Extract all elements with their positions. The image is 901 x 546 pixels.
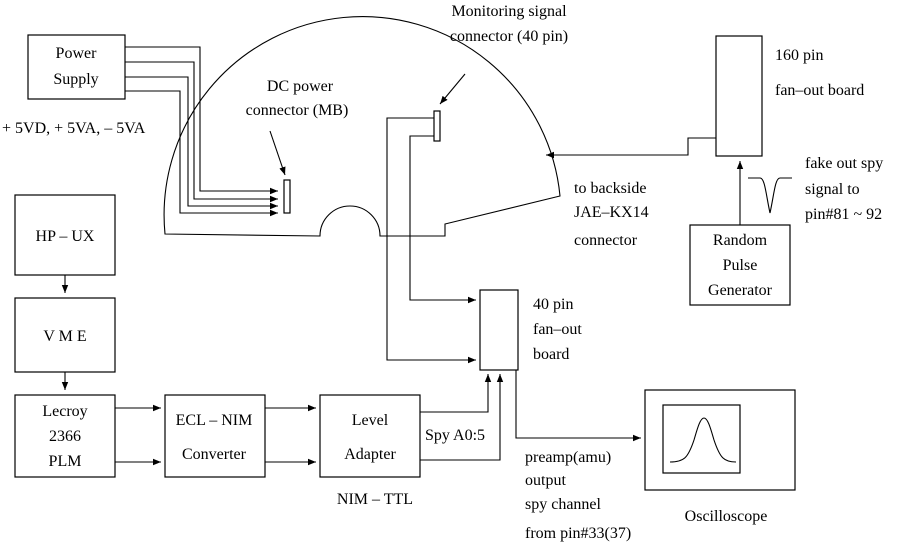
fanout-40-pin-board — [479, 289, 519, 371]
fake-spy-pulse-symbol — [748, 177, 792, 214]
power-supply-box — [27, 34, 126, 100]
motherboard-outline — [163, 16, 561, 237]
random-pulse-label-2: Pulse — [723, 257, 758, 274]
random-pulse-label-3: Generator — [708, 282, 773, 299]
level-to-fanout-1 — [420, 374, 492, 413]
nim-ttl-label: NIM – TTL — [337, 491, 413, 508]
power-line-2 — [125, 61, 278, 203]
level-to-fanout-2 — [420, 374, 504, 461]
backside-label-1: to backside — [574, 180, 646, 197]
power-supply-label-2: Supply — [53, 71, 98, 88]
fanout-40-label-3: board — [533, 346, 569, 363]
monitoring-connector-label-2: connector (40 pin) — [450, 28, 568, 45]
level-adapter-label-2: Adapter — [344, 446, 396, 463]
lecroy-label-2: 2366 — [49, 428, 81, 445]
fake-spy-label-1: fake out spy — [805, 155, 883, 172]
random-pulse-label-1: Random — [713, 232, 768, 249]
spy-a-label: Spy A0:5 — [425, 427, 485, 444]
monitoring-signal-connector — [433, 110, 441, 142]
dc-power-connector — [283, 179, 291, 214]
fanout160-to-backside — [546, 137, 716, 159]
lecroy-label-1: Lecroy — [42, 403, 87, 420]
oscilloscope-pulse-trace — [669, 417, 737, 463]
fake-spy-label-3: pin#81 ~ 92 — [805, 206, 882, 223]
oscilloscope-screen — [662, 404, 741, 474]
vme-label: V M E — [43, 328, 86, 345]
vme-box — [14, 297, 116, 373]
dc-connector-label-1: DC power — [267, 78, 334, 95]
fanout40-to-oscilloscope — [515, 370, 641, 442]
lecroy-label-3: PLM — [49, 453, 82, 470]
backside-label-3: connector — [574, 232, 638, 249]
fanout-40-label-2: fan–out — [533, 321, 582, 338]
dc-connector-pointer — [269, 130, 286, 176]
ecl-nim-label-2: Converter — [182, 446, 247, 463]
monitoring-to-fanout-2 — [409, 135, 476, 304]
fanout-160-label-1: 160 pin — [775, 47, 823, 64]
dc-connector-label-2: connector (MB) — [246, 102, 349, 119]
oscilloscope-label: Oscilloscope — [685, 508, 768, 525]
preamp-label-2: output — [525, 472, 566, 489]
power-line-1 — [125, 46, 278, 195]
monitoring-to-fanout-1 — [386, 117, 476, 364]
backside-label-2: JAE–KX14 — [574, 204, 649, 221]
power-rails-label: + 5VD, + 5VA, – 5VA — [2, 120, 146, 137]
fake-spy-label-2: signal to — [805, 181, 860, 198]
power-line-4 — [125, 90, 278, 217]
level-adapter-label-1: Level — [352, 412, 389, 429]
preamp-label-4: from pin#33(37) — [525, 525, 631, 542]
ecl-nim-converter-box — [164, 394, 266, 478]
preamp-label-1: preamp(amu) — [525, 449, 611, 466]
hp-ux-box — [14, 194, 116, 276]
monitoring-connector-pointer — [439, 73, 466, 105]
random-pulse-generator-box — [689, 224, 791, 306]
level-adapter-box — [319, 394, 421, 478]
preamp-label-3: spy channel — [525, 496, 602, 513]
fanout-40-label-1: 40 pin — [533, 296, 573, 313]
ecl-nim-label-1: ECL – NIM — [176, 412, 253, 429]
fanout-160-pin-board — [715, 35, 763, 157]
fanout-160-label-2: fan–out board — [775, 82, 864, 99]
power-line-3 — [125, 76, 278, 210]
hp-ux-label: HP – UX — [36, 228, 95, 245]
monitoring-connector-label-1: Monitoring signal — [451, 3, 567, 20]
lecroy-plm-box — [14, 394, 116, 478]
power-supply-label-1: Power — [56, 45, 98, 62]
